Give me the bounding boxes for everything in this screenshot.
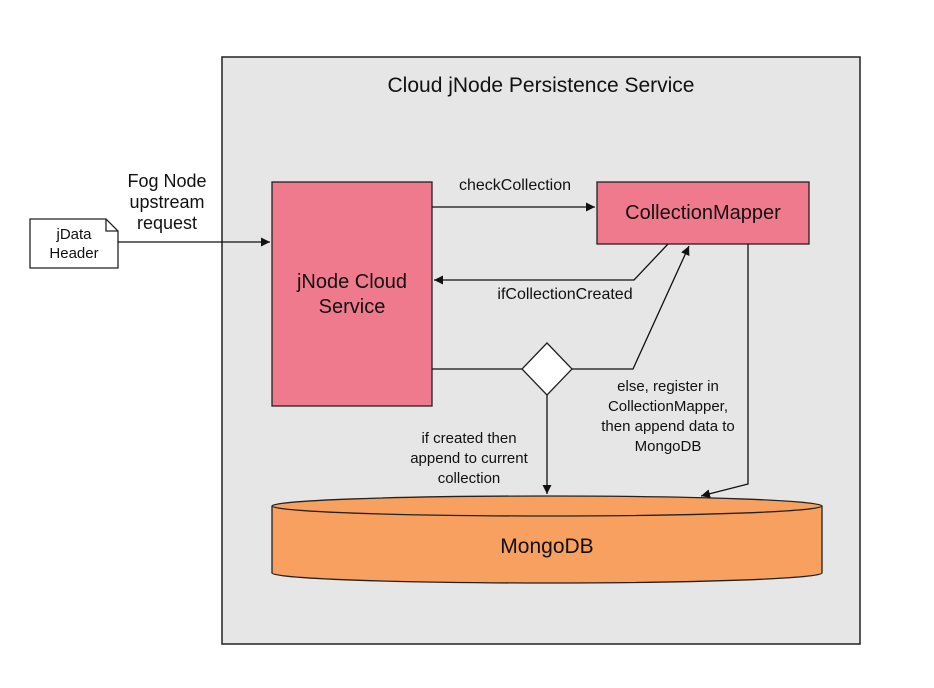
jdata-header-label: jData Header	[30, 225, 118, 263]
if-collection-created-arrow	[434, 243, 669, 285]
append-label-line: if created then	[421, 430, 517, 447]
jdata-header-document	[29, 218, 119, 269]
else-register-label: else, register in CollectionMapper, then…	[568, 377, 768, 457]
container-title: Cloud jNode Persistence Service	[387, 74, 695, 97]
else-label-line: CollectionMapper,	[607, 398, 729, 415]
else-label-line: else, register in	[617, 378, 719, 395]
jnode-cloud-service-label: jNode Cloud Service	[272, 270, 432, 320]
document-fold-icon	[105, 219, 118, 232]
fog-label-line: request	[136, 213, 198, 233]
collection-mapper-box	[596, 181, 810, 245]
append-label-line: collection	[437, 470, 501, 487]
append-label-line: append to current	[410, 450, 528, 467]
mongodb-cylinder	[271, 495, 823, 584]
register-in-mapper-arrow	[572, 245, 690, 370]
mongodb-label: MongoDB	[500, 535, 594, 558]
fog-label-line: upstream	[129, 192, 205, 212]
collection-mapper-label: CollectionMapper	[625, 202, 781, 224]
jnode-cloud-service-box	[271, 181, 433, 407]
fog-node-request-label: Fog Node upstream request	[92, 171, 242, 234]
mapper-to-mongodb-arrow	[700, 244, 749, 499]
if-collection-created-label: ifCollectionCreated	[497, 286, 633, 303]
check-collection-label: checkCollection	[458, 177, 572, 194]
jdata-label-line: jData	[56, 226, 92, 243]
fog-label-line: Fog Node	[127, 171, 207, 191]
else-label-line: then append data to	[601, 418, 735, 435]
jnode-label-line: Service	[318, 296, 386, 318]
else-label-line: MongoDB	[634, 438, 702, 455]
jnode-label-line: jNode Cloud	[296, 271, 408, 293]
if-created-append-label: if created then append to current collec…	[384, 429, 554, 489]
jdata-label-line: Header	[49, 245, 99, 262]
